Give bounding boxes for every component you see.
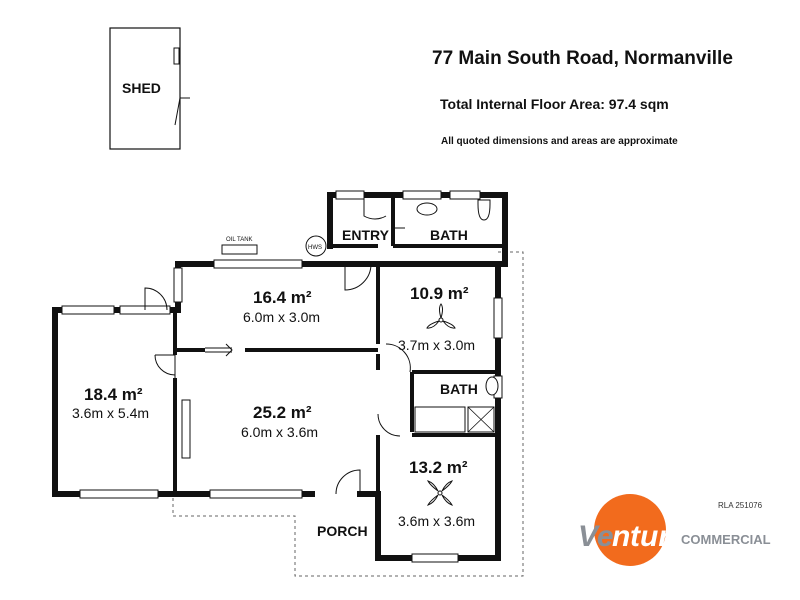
hws-label: HWS <box>308 245 322 251</box>
bath-top-label: BATH <box>430 227 468 243</box>
logo-orange-circle <box>594 494 666 566</box>
porch-label: PORCH <box>317 523 368 539</box>
dashed-outline <box>172 251 524 577</box>
internal-walls <box>173 195 505 494</box>
room-left-dims: 3.6m x 5.4m <box>72 405 149 421</box>
oil-tank-icon <box>221 244 258 255</box>
external-walls <box>52 192 508 561</box>
bath-mid-label: BATH <box>440 381 478 397</box>
room-top-center-area: 16.4 m² <box>253 288 312 307</box>
bedroom-bottom-right-dims: 3.6m x 3.6m <box>398 513 475 529</box>
entry-label: ENTRY <box>342 227 390 243</box>
basin-icon <box>416 202 438 216</box>
living-area: 25.2 m² <box>253 403 312 422</box>
logo-brand-word: COMMERCIAL <box>681 532 771 547</box>
logo-letter-n: n <box>612 520 630 553</box>
toilet-icon <box>477 199 491 221</box>
logo-word-right: ture <box>630 520 687 553</box>
ceiling-fan-icon <box>426 303 456 329</box>
logo-word-left: Ve <box>578 520 614 553</box>
entry-arrow-icon <box>205 343 233 357</box>
room-left-area: 18.4 m² <box>84 385 143 404</box>
fixtures: HWS OIL TANK <box>221 199 499 433</box>
room-labels: 16.4 m² 6.0m x 3.0m 10.9 m² 3.7m x 3.0m … <box>72 227 478 539</box>
bedroom-top-right-dims: 3.7m x 3.0m <box>398 337 475 353</box>
bathtub-icon <box>414 406 466 433</box>
venture-commercial-logo: Ve n ture COMMERCIAL <box>578 494 771 566</box>
living-dims: 6.0m x 3.6m <box>241 424 318 440</box>
bedroom-bottom-right-area: 13.2 m² <box>409 458 468 477</box>
hws-icon <box>305 235 327 257</box>
ceiling-fan-icon <box>427 480 453 506</box>
shed-label: SHED <box>122 80 161 96</box>
shed: SHED <box>109 27 190 150</box>
bedroom-top-right-area: 10.9 m² <box>410 284 469 303</box>
rla-number: RLA 251076 <box>718 501 763 510</box>
door-swings <box>144 195 411 495</box>
oil-tank-label: OIL TANK <box>226 237 253 243</box>
property-address: 77 Main South Road, Normanville <box>432 48 733 69</box>
room-top-center-dims: 6.0m x 3.0m <box>243 309 320 325</box>
total-floor-area: Total Internal Floor Area: 97.4 sqm <box>440 96 669 112</box>
dimensions-disclaimer: All quoted dimensions and areas are appr… <box>441 136 678 147</box>
basin-mid-icon <box>485 376 499 396</box>
